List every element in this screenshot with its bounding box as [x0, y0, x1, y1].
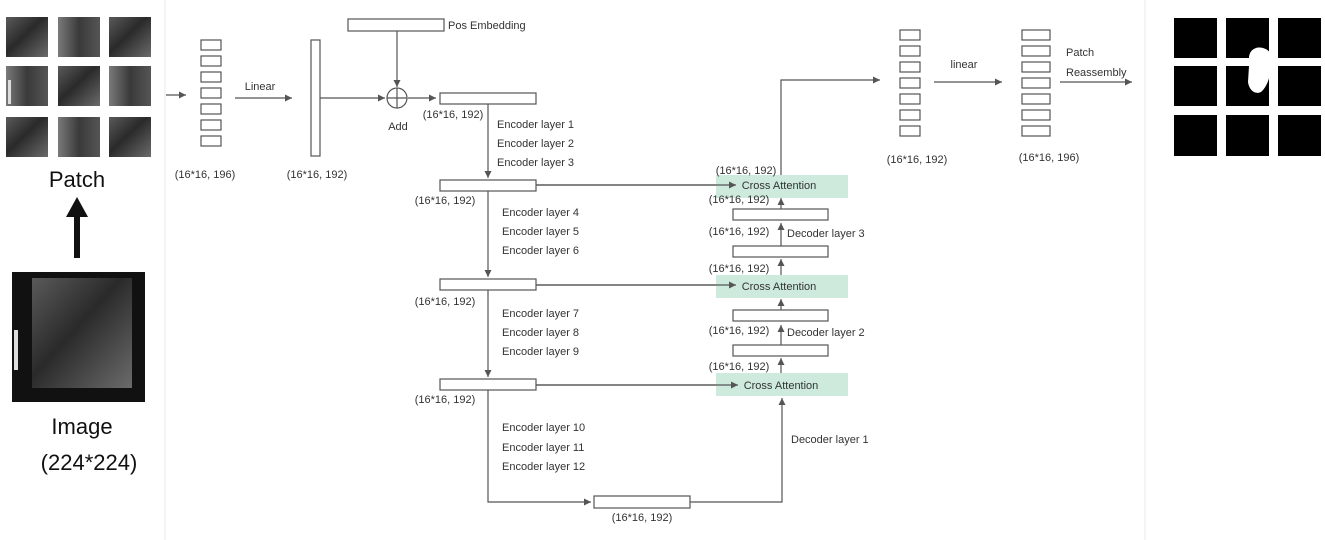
- add-label: Add: [388, 121, 408, 133]
- cross-attention-block-1: [716, 175, 848, 198]
- decoder-bar-3: [732, 309, 829, 322]
- patch-caption: Patch: [49, 167, 105, 192]
- encoder-path-4: [487, 390, 591, 506]
- encoder-layer-11: Encoder layer 11: [502, 442, 584, 454]
- cross-attention-1-label: Cross Attention: [742, 180, 817, 192]
- token-stack-input: [200, 39, 222, 147]
- cross-attention-2-label: Cross Attention: [742, 281, 817, 293]
- encoder-layer-10: Encoder layer 10: [502, 422, 585, 434]
- linear-out-label: linear: [951, 59, 978, 71]
- patch-reassembly-label-1: Patch: [1066, 47, 1094, 59]
- token-stack-output-1: [899, 29, 921, 137]
- decoder-output-arrow: [780, 76, 880, 175]
- dim-dec-a: (16*16, 192): [709, 194, 770, 206]
- encoder-output-2: [439, 278, 537, 291]
- dim-out-2: (16*16, 196): [1019, 152, 1080, 164]
- linear-in-label: Linear: [245, 81, 276, 93]
- encoder-layer-8: Encoder layer 8: [502, 327, 579, 339]
- cross-attention-block-2: [716, 275, 848, 298]
- bottleneck-bar: [593, 495, 691, 509]
- patch-reassembly-label-2: Reassembly: [1066, 67, 1127, 79]
- decoder-layer-1-label: Decoder layer 1: [791, 434, 869, 446]
- cross-attention-block-3: [716, 373, 848, 396]
- dim-embed: (16*16, 192): [423, 109, 484, 121]
- input-image: [12, 272, 145, 402]
- image-caption: Image: [51, 414, 112, 439]
- encoder-layer-12: Encoder layer 12: [502, 461, 585, 473]
- dim-out-1: (16*16, 192): [887, 154, 948, 166]
- encoder-output-3: [439, 378, 537, 391]
- cross-attention-3-label: Cross Attention: [744, 380, 819, 392]
- decoder-layer-3-label: Decoder layer 3: [787, 228, 865, 240]
- dim-dec-e: (16*16, 192): [709, 361, 770, 373]
- dim-tokens-in: (16*16, 196): [175, 169, 236, 181]
- embed-bar: [439, 92, 537, 105]
- image-to-patch-arrow: [66, 197, 88, 258]
- token-stack-output-2: [1021, 29, 1051, 137]
- decoder-path-1: [690, 398, 786, 503]
- dim-enc1: (16*16, 192): [415, 195, 476, 207]
- mask-region-top: [1249, 47, 1271, 58]
- encoder-layer-5: Encoder layer 5: [502, 226, 579, 238]
- dim-dec-c: (16*16, 192): [709, 263, 770, 275]
- dim-enc2: (16*16, 192): [415, 296, 476, 308]
- dim-dec-b: (16*16, 192): [709, 226, 770, 238]
- encoder-output-1: [439, 179, 537, 192]
- encoder-layer-1: Encoder layer 1: [497, 119, 574, 131]
- encoder-layer-6: Encoder layer 6: [502, 245, 579, 257]
- dim-enc3: (16*16, 192): [415, 394, 476, 406]
- encoder-layer-3: Encoder layer 3: [497, 157, 574, 169]
- linear-projection-bar: [310, 39, 321, 157]
- decoder-layer-2-label: Decoder layer 2: [787, 327, 865, 339]
- pos-embedding-bar: [347, 18, 445, 32]
- image-size: (224*224): [41, 450, 138, 475]
- encoder-layer-9: Encoder layer 9: [502, 346, 579, 358]
- dim-dec-d: (16*16, 192): [709, 325, 770, 337]
- encoder-layer-2: Encoder layer 2: [497, 138, 574, 150]
- output-mask-grid: [1174, 18, 1321, 156]
- decoder-bar-2: [732, 245, 829, 258]
- dim-bottom: (16*16, 192): [612, 512, 673, 524]
- encoder-layer-7: Encoder layer 7: [502, 308, 579, 320]
- decoder-bar-1: [732, 208, 829, 221]
- pos-embedding-label: Pos Embedding: [448, 20, 526, 32]
- encoder-layer-4: Encoder layer 4: [502, 207, 579, 219]
- decoder-bar-4: [732, 344, 829, 357]
- add-operator: [386, 87, 408, 109]
- dim-linear: (16*16, 192): [287, 169, 348, 181]
- mask-region-middle: [1248, 66, 1271, 93]
- dim-dec-top: (16*16, 192): [716, 165, 777, 177]
- patch-grid: [6, 17, 151, 157]
